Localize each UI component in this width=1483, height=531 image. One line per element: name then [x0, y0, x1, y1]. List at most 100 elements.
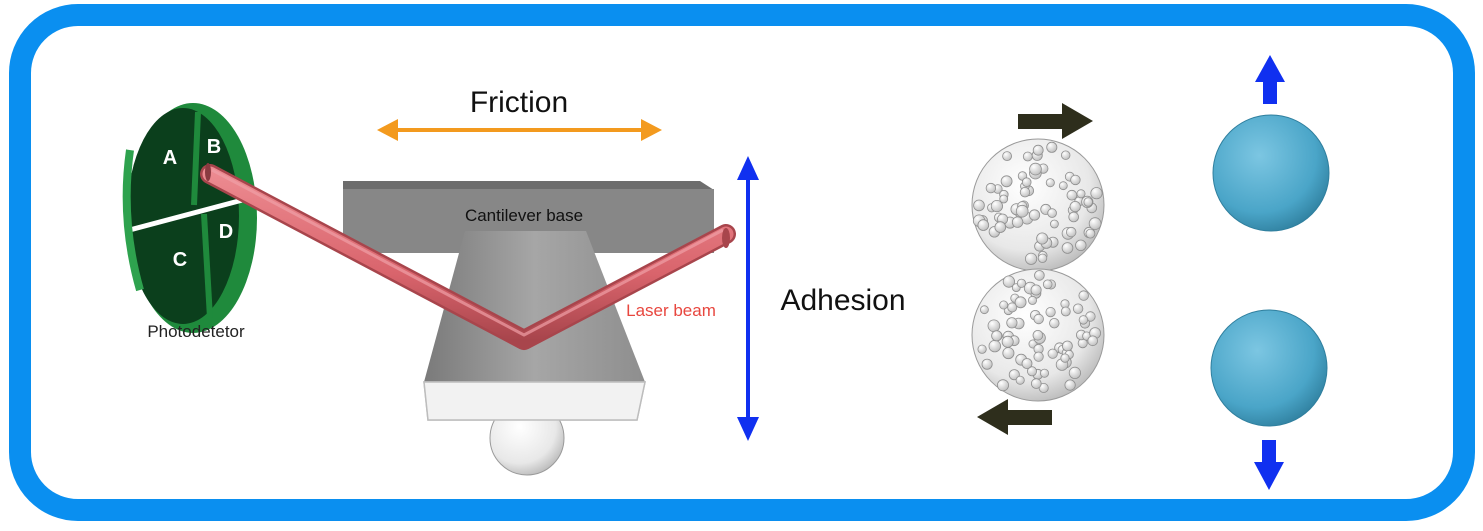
surface-bump	[985, 182, 997, 194]
surface-bump	[1060, 150, 1071, 160]
surface-bump	[1001, 335, 1014, 348]
laser-beam-start	[205, 163, 211, 181]
surface-bump	[1000, 175, 1013, 188]
surface-bump	[1064, 379, 1076, 391]
surface-bump	[1060, 306, 1071, 317]
photodetector-edge-highlight	[122, 149, 144, 292]
surface-bump	[1033, 313, 1044, 325]
rough-sphere-icon	[971, 268, 1105, 402]
surface-bump	[1040, 368, 1050, 378]
quadrant-d-label: D	[219, 221, 233, 243]
surface-bump	[1078, 315, 1089, 325]
surface-bump	[1045, 178, 1055, 188]
surface-bump	[990, 200, 1004, 213]
cantilever-base-top	[343, 181, 714, 190]
surface-bump	[1058, 181, 1068, 191]
surface-bump	[1068, 366, 1082, 379]
surface-bump	[1032, 329, 1044, 341]
surface-bump	[1078, 290, 1089, 301]
surface-bump	[1065, 226, 1077, 238]
photodetector-split-vertical-bottom	[201, 213, 213, 319]
friction-arrow	[377, 119, 662, 141]
surface-bump	[1016, 278, 1027, 288]
surface-bump	[1085, 228, 1096, 239]
adhesion-arrow	[737, 156, 759, 441]
surface-bump	[1034, 270, 1045, 281]
surface-bump	[1070, 174, 1081, 186]
surface-bump	[1029, 162, 1042, 176]
surface-bump	[1090, 187, 1103, 200]
surface-bump	[1022, 151, 1033, 162]
surface-bump	[1032, 144, 1044, 156]
surface-bump	[1002, 151, 1012, 162]
photodetector-label: Photodetetor	[147, 322, 245, 341]
surface-bump	[1072, 303, 1084, 314]
quadrant-c-label: C	[173, 249, 187, 271]
surface-bump	[977, 219, 990, 231]
surface-bump	[1066, 189, 1078, 201]
surface-bump	[994, 221, 1007, 233]
photodetector-split-horizontal	[121, 195, 251, 235]
surface-bump	[1021, 358, 1033, 369]
quadrant-b-label: B	[207, 136, 221, 158]
surface-bump	[1031, 378, 1042, 389]
cantilever-arm	[424, 231, 645, 382]
surface-bump	[1046, 141, 1058, 153]
cantilever-base-label: Cantilever base	[465, 206, 583, 225]
surface-bump	[999, 194, 1009, 204]
pull-arrow-up	[1255, 55, 1285, 104]
quadrant-a-label: A	[163, 147, 177, 169]
cantilever	[343, 181, 714, 476]
laser-beam	[200, 163, 736, 350]
surface-bump	[999, 300, 1009, 310]
surface-bump	[987, 319, 1001, 333]
surface-bump	[1028, 209, 1041, 221]
surface-bump	[1002, 347, 1015, 360]
surface-bump	[973, 199, 985, 212]
surface-bump	[1019, 186, 1031, 198]
surface-bump	[1075, 239, 1087, 252]
surface-bump	[1076, 189, 1086, 199]
smooth-sphere-icon	[1212, 114, 1330, 232]
surface-bump	[1042, 279, 1053, 290]
surface-bump	[1014, 296, 1027, 309]
surface-bump	[1061, 242, 1074, 254]
surface-bump	[1060, 353, 1070, 363]
surface-bump	[1037, 253, 1048, 263]
surface-bump	[981, 358, 993, 370]
surface-bump	[1083, 197, 1093, 207]
surface-bump	[1021, 177, 1032, 188]
surface-bump	[997, 379, 1010, 392]
pull-arrow-down	[1254, 440, 1284, 490]
surface-bump	[1047, 208, 1057, 218]
surface-bump	[977, 344, 987, 354]
surface-bump	[1025, 252, 1038, 265]
adhesion-label: Adhesion	[780, 284, 905, 317]
surface-bump	[1015, 204, 1029, 218]
surface-bump	[1087, 335, 1098, 347]
surface-bump	[1028, 295, 1038, 305]
surface-bump	[980, 305, 989, 315]
surface-bump	[1027, 366, 1038, 377]
surface-bump	[1006, 317, 1018, 329]
surface-bump	[1007, 302, 1018, 313]
surface-bump	[1049, 318, 1060, 329]
surface-bump	[1015, 375, 1025, 385]
surface-bump	[1045, 306, 1056, 318]
surface-bump	[1050, 219, 1059, 229]
photodetector: A B C D	[121, 103, 257, 333]
cantilever-tip-block-front	[423, 381, 646, 421]
shear-arrow-right	[1018, 103, 1093, 139]
shear-arrow-left	[977, 399, 1052, 435]
surface-bump	[1011, 216, 1024, 228]
laser-beam-label: Laser beam	[626, 301, 716, 320]
photodetector-split-vertical-top	[191, 111, 201, 206]
surface-bump	[1088, 217, 1102, 230]
laser-beam-end	[722, 228, 730, 248]
rough-sphere-icon	[971, 138, 1105, 272]
surface-bump	[991, 330, 1003, 342]
smooth-sphere-icon	[1210, 309, 1328, 427]
surface-bump	[1047, 348, 1058, 359]
